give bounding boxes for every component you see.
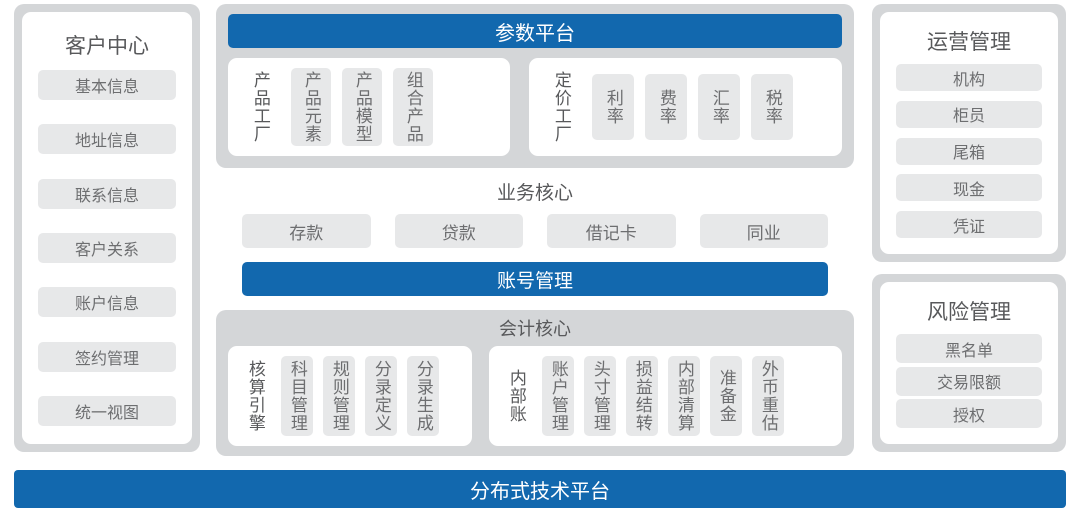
operations-management-item-teller[interactable]: 柜员	[896, 100, 1042, 128]
accounting-engine-group: 核算引擎 科目管理 规则管理 分录定义 分录生成	[228, 346, 472, 446]
internal-account-item-position-management[interactable]: 头寸管理	[584, 356, 616, 436]
internal-account-item-foreign-currency-revaluation[interactable]: 外币重估	[752, 356, 784, 436]
operations-management-item-institution[interactable]: 机构	[896, 64, 1042, 91]
business-core-panel: 业务核心 存款 贷款 借记卡 同业 账号管理	[216, 172, 854, 304]
account-management-bar[interactable]: 账号管理	[242, 262, 828, 296]
risk-management-title: 风险管理	[927, 301, 1011, 324]
accounting-core-title: 会计核心	[499, 319, 571, 339]
accounting-engine-item-rule-management[interactable]: 规则管理	[323, 356, 355, 436]
accounting-engine-label: 核算引擎	[245, 360, 265, 432]
operations-management-inner: 运营管理 机构 柜员 尾箱 现金 凭证	[880, 12, 1058, 254]
pricing-factory-item-interest-rate[interactable]: 利率	[592, 74, 634, 140]
customer-center-inner: 客户中心 基本信息 地址信息 联系信息 客户关系 账户信息 签约管理 统一视图	[22, 12, 192, 444]
product-factory-label: 产品工厂	[250, 71, 270, 143]
pricing-factory-item-tax-rate[interactable]: 税率	[751, 74, 793, 140]
internal-account-group: 内部账 账户管理 头寸管理 损益结转 内部清算 准备金 外币重估	[489, 346, 842, 446]
operations-management-item-voucher[interactable]: 凭证	[896, 211, 1042, 238]
parameter-platform-title: 参数平台	[228, 14, 842, 48]
risk-management-item-list: 黑名单 交易限额 授权	[896, 334, 1042, 432]
internal-account-item-reserve[interactable]: 准备金	[710, 356, 742, 436]
parameter-platform-panel: 参数平台 产品工厂 产品元素 产品模型 组合产品 定价工厂 利率 费率 汇率 税…	[216, 4, 854, 168]
product-factory-item-composite-product[interactable]: 组合产品	[393, 68, 433, 146]
parameter-platform-groups: 产品工厂 产品元素 产品模型 组合产品 定价工厂 利率 费率 汇率 税率	[228, 58, 842, 156]
customer-center-item-basic-info[interactable]: 基本信息	[38, 70, 176, 100]
customer-center-item-customer-relationship[interactable]: 客户关系	[38, 232, 176, 263]
business-core-item-list: 存款 贷款 借记卡 同业	[216, 214, 854, 248]
pricing-factory-item-exchange-rate[interactable]: 汇率	[698, 74, 740, 140]
accounting-engine-item-subject-management[interactable]: 科目管理	[281, 356, 313, 436]
product-factory-item-product-model[interactable]: 产品模型	[342, 68, 382, 146]
customer-center-item-unified-view[interactable]: 统一视图	[38, 395, 176, 426]
risk-management-item-transaction-limit[interactable]: 交易限额	[896, 366, 1042, 396]
pricing-factory-group: 定价工厂 利率 费率 汇率 税率	[529, 58, 842, 156]
accounting-core-groups: 核算引擎 科目管理 规则管理 分录定义 分录生成 内部账 账户管理 头寸管理 损…	[228, 346, 842, 446]
internal-account-label: 内部账	[506, 369, 526, 423]
operations-management-item-cash[interactable]: 现金	[896, 174, 1042, 202]
accounting-engine-item-entry-definition[interactable]: 分录定义	[365, 356, 397, 436]
product-factory-item-product-element[interactable]: 产品元素	[291, 68, 331, 146]
risk-management-item-blacklist[interactable]: 黑名单	[896, 334, 1042, 363]
accounting-core-panel: 会计核心 核算引擎 科目管理 规则管理 分录定义 分录生成 内部账 账户管理 头…	[216, 310, 854, 456]
customer-center-item-account-info[interactable]: 账户信息	[38, 287, 176, 318]
customer-center-item-list: 基本信息 地址信息 联系信息 客户关系 账户信息 签约管理 统一视图	[38, 70, 176, 432]
operations-management-panel: 运营管理 机构 柜员 尾箱 现金 凭证	[872, 4, 1066, 262]
operations-management-item-cash-box[interactable]: 尾箱	[896, 137, 1042, 165]
internal-account-item-profit-loss-carryover[interactable]: 损益结转	[626, 356, 658, 436]
customer-center-title: 客户中心	[65, 35, 149, 58]
customer-center-panel: 客户中心 基本信息 地址信息 联系信息 客户关系 账户信息 签约管理 统一视图	[14, 4, 200, 452]
business-core-item-loan[interactable]: 贷款	[394, 214, 523, 248]
pricing-factory-item-fee-rate[interactable]: 费率	[645, 74, 687, 140]
customer-center-item-contract-management[interactable]: 签约管理	[38, 341, 176, 372]
risk-management-inner: 风险管理 黑名单 交易限额 授权	[880, 282, 1058, 444]
risk-management-item-authorization[interactable]: 授权	[896, 399, 1042, 428]
business-core-item-interbank[interactable]: 同业	[699, 214, 828, 248]
product-factory-group: 产品工厂 产品元素 产品模型 组合产品	[228, 58, 510, 156]
pricing-factory-label: 定价工厂	[551, 71, 571, 143]
internal-account-item-account-management[interactable]: 账户管理	[542, 356, 574, 436]
business-core-title: 业务核心	[496, 183, 573, 204]
operations-management-title: 运营管理	[927, 31, 1011, 54]
accounting-engine-item-entry-generation[interactable]: 分录生成	[407, 356, 439, 436]
distributed-technology-platform-bar[interactable]: 分布式技术平台	[14, 470, 1066, 508]
business-core-item-debit-card[interactable]: 借记卡	[547, 214, 676, 248]
operations-management-item-list: 机构 柜员 尾箱 现金 凭证	[896, 64, 1042, 242]
risk-management-panel: 风险管理 黑名单 交易限额 授权	[872, 274, 1066, 452]
customer-center-item-address-info[interactable]: 地址信息	[38, 124, 176, 155]
internal-account-item-internal-settlement[interactable]: 内部清算	[668, 356, 700, 436]
customer-center-item-contact-info[interactable]: 联系信息	[38, 178, 176, 209]
business-core-item-deposit[interactable]: 存款	[242, 214, 371, 248]
